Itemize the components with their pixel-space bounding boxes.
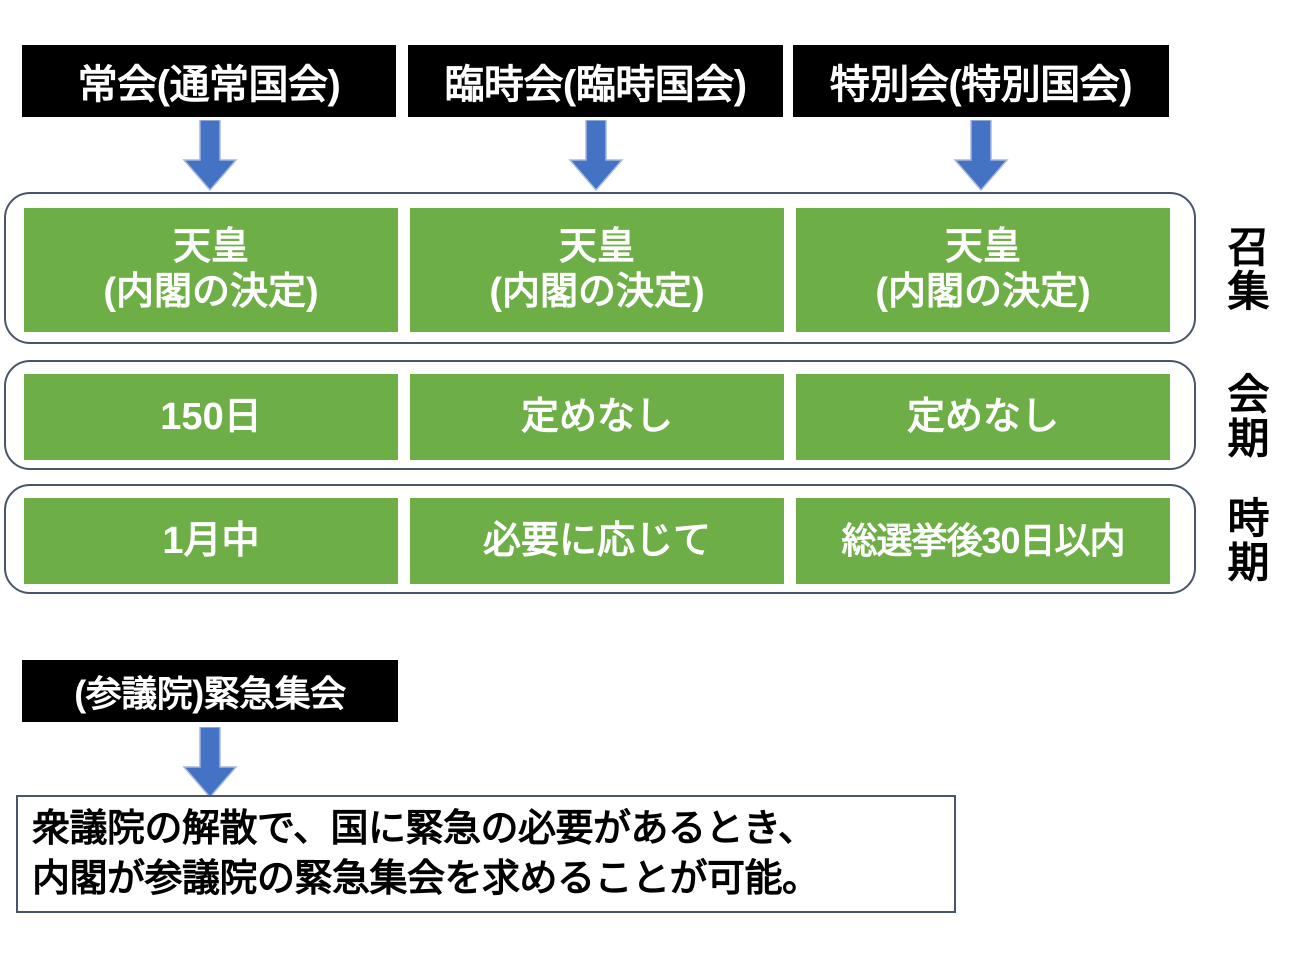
row-side-label-convocation: 召集 [1222,225,1270,313]
cell-convocation-special: 天皇 (内閣の決定) [796,208,1170,332]
cell-timing-special: 総選挙後30日以内 [796,498,1170,584]
cell-line-1: 150日 [160,395,262,438]
description-line-1: 衆議院の解散で、国に緊急の必要があるとき、 [32,807,816,850]
cell-line-1: 必要に応じて [482,519,711,562]
cell-convocation-ordinary: 天皇 (内閣の決定) [24,208,398,332]
cell-session-period-ordinary: 150日 [24,374,398,460]
arrow-down-icon [182,727,238,799]
cell-line-1: 1月中 [162,519,260,562]
arrow-down-icon [182,120,238,192]
row-side-label-session-period: 会期 [1222,372,1270,460]
cell-line-2: (内閣の決定) [489,271,705,313]
cell-line-1: 天皇 [172,226,249,269]
arrow-down-icon [568,120,624,192]
cell-session-period-special: 定めなし [796,374,1170,460]
emergency-session-chip: (参議院)緊急集会 [22,660,398,722]
row-container-convocation: 天皇 (内閣の決定) 天皇 (内閣の決定) 天皇 (内閣の決定) [4,192,1196,344]
arrow-down-icon [953,120,1009,192]
row-side-label-timing: 時期 [1222,496,1270,584]
cell-convocation-extraordinary: 天皇 (内閣の決定) [410,208,784,332]
session-type-chip-extraordinary: 臨時会(臨時国会) [408,45,783,117]
description-line-2: 内閣が参議院の緊急集会を求めることが可能。 [32,858,820,900]
row-container-timing: 1月中 必要に応じて 総選挙後30日以内 [4,484,1196,594]
cell-session-period-extraordinary: 定めなし [410,374,784,460]
cell-timing-extraordinary: 必要に応じて [410,498,784,584]
row-container-session-period: 150日 定めなし 定めなし [4,360,1196,470]
session-type-chip-ordinary: 常会(通常国会) [22,45,396,117]
cell-line-2: (内閣の決定) [875,271,1091,313]
cell-line-1: 定めなし [906,395,1059,438]
cell-line-1: 総選挙後30日以内 [841,519,1125,561]
cell-line-1: 天皇 [558,226,635,269]
emergency-session-description-box: 衆議院の解散で、国に緊急の必要があるとき、 内閣が参議院の緊急集会を求めることが… [16,795,956,913]
cell-timing-ordinary: 1月中 [24,498,398,584]
cell-line-1: 天皇 [944,226,1021,269]
cell-line-1: 定めなし [520,395,673,438]
session-type-chip-special: 特別会(特別国会) [793,45,1169,117]
cell-line-2: (内閣の決定) [103,271,319,313]
